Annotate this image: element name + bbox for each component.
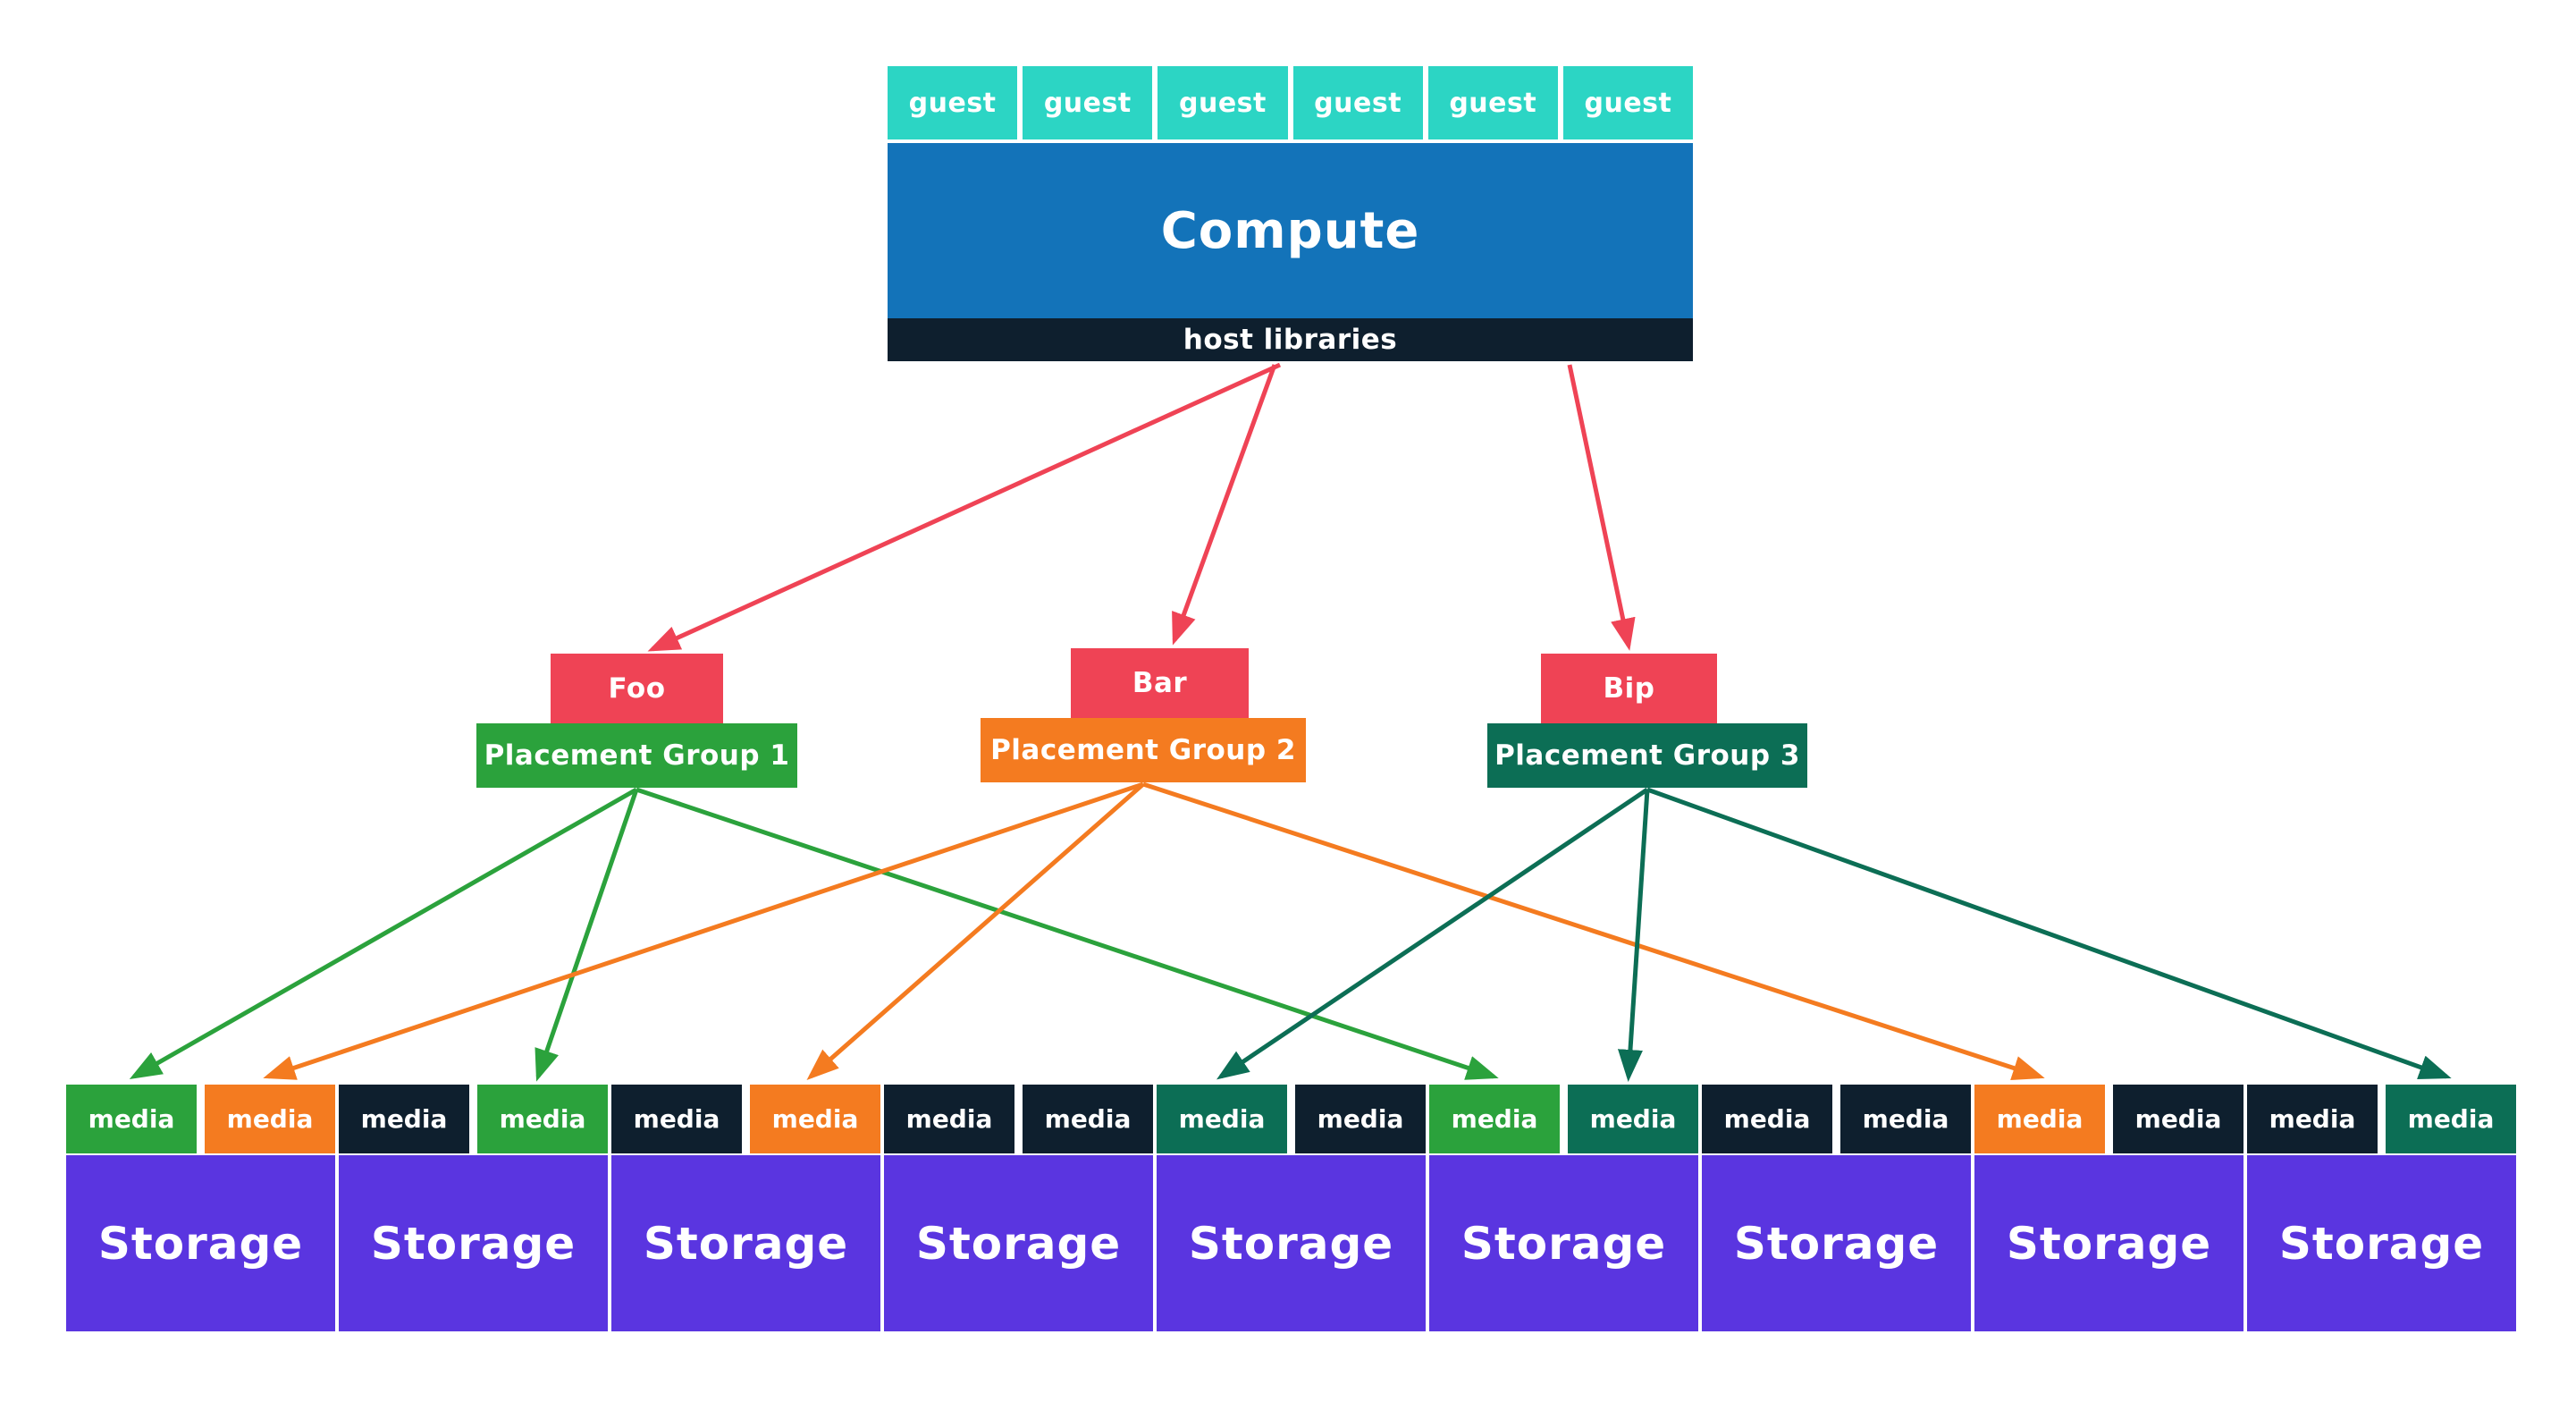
volume-tag-bip: Bip	[1541, 654, 1717, 723]
guest-box: guest	[888, 66, 1018, 139]
media-box: media	[2247, 1085, 2378, 1153]
media-row: media media	[1157, 1085, 1426, 1153]
arrow-pg3-to-storage5-media1	[1216, 787, 1649, 1080]
storage-node-1: media media Storage	[66, 1085, 335, 1331]
storage-box: Storage	[2247, 1155, 2516, 1331]
media-box: media	[1023, 1085, 1153, 1153]
media-row: media media	[66, 1085, 335, 1153]
media-box: media	[1295, 1085, 1426, 1153]
guest-box: guest	[1562, 66, 1694, 139]
guest-box: guest	[1023, 66, 1153, 139]
media-box: media	[1974, 1085, 2105, 1153]
arrow-pg3-to-storage6-media2	[1617, 789, 1650, 1082]
media-box: media	[477, 1085, 608, 1153]
compute-box: Compute	[888, 143, 1693, 318]
guest-row: guest guest guest guest guest guest	[888, 66, 1694, 139]
media-box: media	[2386, 1085, 2516, 1153]
storage-box: Storage	[339, 1155, 608, 1331]
arrow-compute-to-foo	[647, 362, 1282, 652]
storage-node-8: media media Storage	[1974, 1085, 2243, 1331]
media-row: media media	[1702, 1085, 1971, 1153]
arrow-compute-to-bip	[1567, 364, 1636, 651]
media-box: media	[750, 1085, 880, 1153]
arrow-pg2-to-storage1-media2	[263, 781, 1144, 1080]
media-row: media media	[2247, 1085, 2516, 1153]
media-box: media	[2113, 1085, 2243, 1153]
storage-box: Storage	[884, 1155, 1153, 1331]
arrow-pg3-to-storage9-media2	[1646, 787, 2452, 1080]
guest-box: guest	[1158, 66, 1288, 139]
arrow-pg2-to-storage3-media2	[806, 782, 1145, 1080]
storage-box: Storage	[611, 1155, 880, 1331]
arrow-pg1-to-storage1-media1	[129, 787, 638, 1079]
media-box: media	[1840, 1085, 1971, 1153]
storage-box: Storage	[1702, 1155, 1971, 1331]
volume-tag-foo: Foo	[551, 654, 723, 723]
storage-node-5: media media Storage	[1157, 1085, 1426, 1331]
storage-node-2: media media Storage	[339, 1085, 608, 1331]
media-box: media	[1429, 1085, 1560, 1153]
storage-box: Storage	[1157, 1155, 1426, 1331]
arrow-pg2-to-storage8-media1	[1142, 781, 2045, 1081]
media-box: media	[884, 1085, 1014, 1153]
arrow-compute-to-bar	[1172, 364, 1277, 646]
host-libraries-bar: host libraries	[888, 318, 1693, 361]
placement-group-3: Placement Group 3	[1487, 723, 1807, 788]
placement-group-1: Placement Group 1	[476, 723, 797, 788]
media-row: media media	[884, 1085, 1153, 1153]
media-box: media	[1702, 1085, 1832, 1153]
media-box: media	[66, 1085, 197, 1153]
media-row: media media	[611, 1085, 880, 1153]
storage-node-7: media media Storage	[1702, 1085, 1971, 1331]
media-box: media	[1157, 1085, 1287, 1153]
storage-node-3: media media Storage	[611, 1085, 880, 1331]
arrow-pg1-to-storage2-media2	[535, 789, 639, 1082]
media-box: media	[339, 1085, 469, 1153]
storage-node-4: media media Storage	[884, 1085, 1153, 1331]
storage-box: Storage	[66, 1155, 335, 1331]
media-box: media	[611, 1085, 742, 1153]
arrow-pg1-to-storage6-media1	[636, 787, 1499, 1080]
storage-node-6: media media Storage	[1429, 1085, 1698, 1331]
storage-box: Storage	[1974, 1155, 2243, 1331]
media-box: media	[1568, 1085, 1698, 1153]
storage-box: Storage	[1429, 1155, 1698, 1331]
guest-box: guest	[1292, 66, 1423, 139]
guest-box: guest	[1427, 66, 1558, 139]
media-row: media media	[1429, 1085, 1698, 1153]
media-box: media	[205, 1085, 335, 1153]
placement-group-2: Placement Group 2	[981, 718, 1306, 782]
storage-node-9: media media Storage	[2247, 1085, 2516, 1331]
media-row: media media	[1974, 1085, 2243, 1153]
volume-tag-bar: Bar	[1071, 648, 1249, 718]
media-row: media media	[339, 1085, 608, 1153]
